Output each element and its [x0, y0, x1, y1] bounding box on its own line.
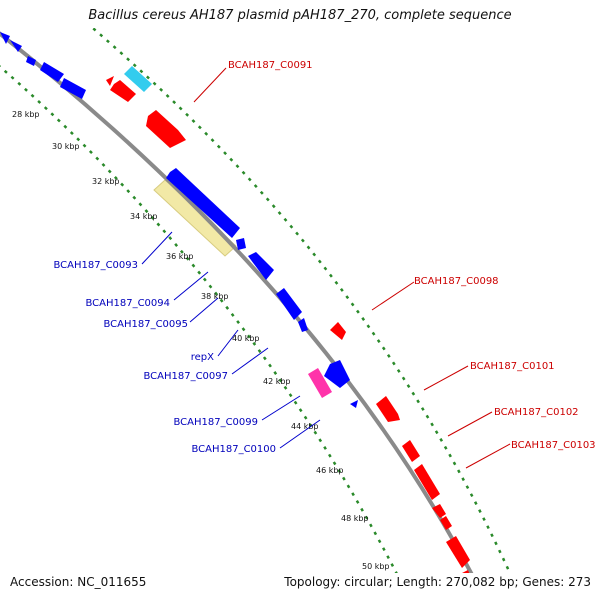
kbp-tick-label: 30 kbp [52, 142, 80, 151]
kbp-tick-label: 42 kbp [263, 377, 291, 386]
gene-leader-line [371, 281, 415, 311]
gene-label-reverse: BCAH187_C0094 [85, 298, 170, 309]
gene-label-reverse: repX [191, 352, 214, 363]
gene-reverse [40, 62, 64, 82]
kbp-tick-label: 46 kbp [316, 466, 344, 475]
topology-summary: Topology: circular; Length: 270,082 bp; … [284, 575, 591, 589]
kbp-tick-label: 40 kbp [232, 334, 260, 343]
gene-reverse [0, 32, 10, 44]
gene-leader-line [465, 443, 511, 469]
gene-label-reverse: BCAH187_C0097 [143, 371, 228, 382]
gene-forward [402, 440, 420, 462]
gene-forward [106, 76, 114, 86]
gene-forward [414, 464, 440, 500]
gene-leader-line [447, 411, 493, 437]
kbp-tick-label: 38 kbp [201, 292, 229, 301]
gene-leader-line [261, 395, 301, 421]
gene-forward [440, 516, 452, 530]
gene-forward [376, 396, 400, 422]
gene-reverse [60, 78, 86, 99]
gene-forward [432, 504, 446, 518]
gene-leader-line [189, 297, 219, 323]
gene-leader-line [423, 365, 469, 391]
kbp-tick-label: 48 kbp [341, 514, 369, 523]
gene-leader-line [173, 271, 209, 301]
cyan-feature [124, 66, 152, 92]
gene-reverse [298, 318, 308, 332]
gene-reverse [276, 288, 302, 320]
gene-label-forward: BCAH187_C0091 [228, 60, 313, 71]
kbp-tick-label: 50 kbp [362, 562, 390, 571]
inner-gc-track [0, 65, 398, 573]
gene-forward [146, 110, 186, 148]
backbone-arc [0, 31, 474, 573]
kbp-tick-label: 34 kbp [130, 212, 158, 221]
outer-gc-track [90, 28, 512, 573]
gene-label-reverse: BCAH187_C0095 [103, 319, 188, 330]
gene-leader-line [279, 419, 321, 449]
highlighted-region [153, 179, 237, 257]
gene-label-forward: BCAH187_C0103 [511, 440, 596, 451]
gene-reverse [248, 252, 274, 280]
gene-forward [446, 536, 470, 568]
accession-label: Accession: NC_011655 [10, 575, 147, 589]
gene-label-reverse: BCAH187_C0100 [191, 444, 276, 455]
gene-reverse [350, 400, 358, 408]
gene-label-reverse: BCAH187_C0093 [53, 260, 138, 271]
gene-leader-line [217, 329, 239, 357]
kbp-tick-label: 28 kbp [12, 110, 40, 119]
gene-reverse [26, 56, 36, 66]
gene-leader-line [231, 347, 269, 375]
gene-label-reverse: BCAH187_C0099 [173, 417, 258, 428]
kbp-tick-label: 36 kbp [166, 252, 194, 261]
map-title: Bacillus cereus AH187 plasmid pAH187_270… [88, 8, 512, 23]
gene-forward [110, 80, 136, 102]
kbp-tick-label: 44 kbp [291, 422, 319, 431]
gene-label-forward: BCAH187_C0101 [470, 361, 555, 372]
gene-reverse [10, 40, 22, 52]
gene-reverse [166, 168, 240, 238]
gene-reverse [236, 238, 246, 250]
magenta-feature [308, 368, 332, 398]
gene-forward [330, 322, 346, 340]
gene-reverse [324, 360, 350, 388]
gene-label-forward: BCAH187_C0102 [494, 407, 579, 418]
kbp-tick-label: 32 kbp [92, 177, 120, 186]
gene-label-forward: BCAH187_C0098 [414, 276, 499, 287]
gene-leader-line [193, 67, 227, 103]
gene-forward [462, 570, 470, 573]
gene-leader-line [141, 231, 173, 265]
